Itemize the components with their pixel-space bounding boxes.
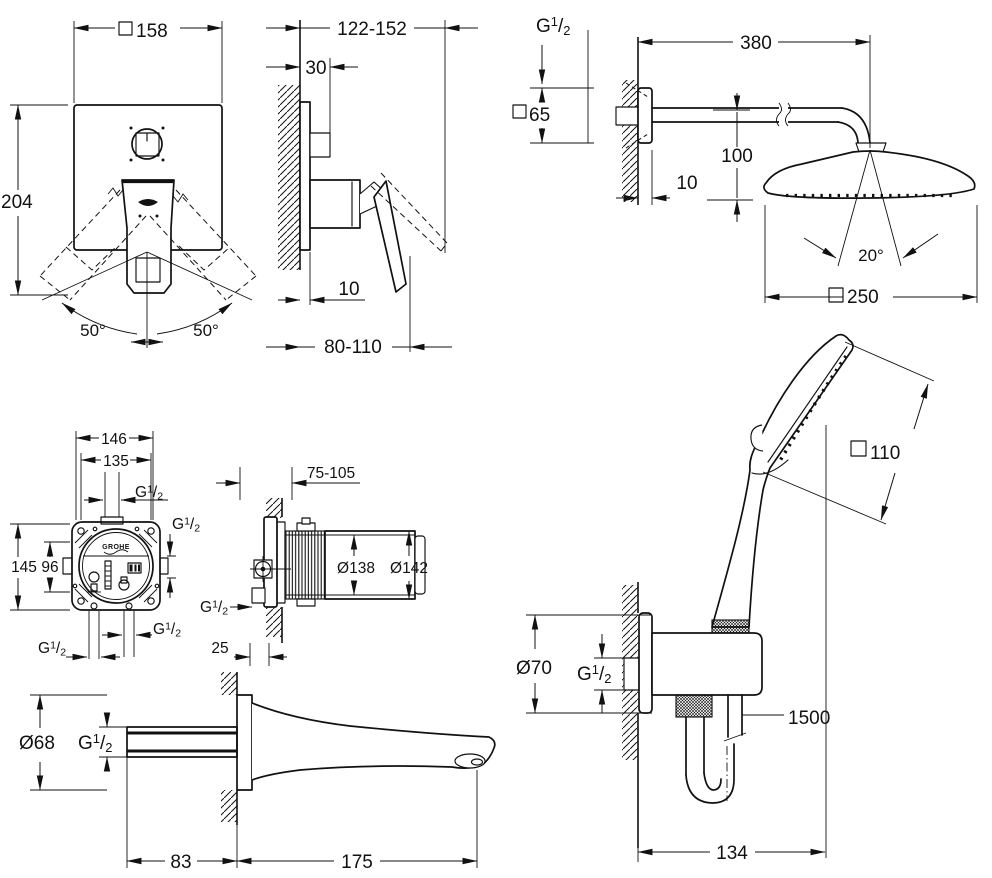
thread-size-label: G1/2 (536, 14, 570, 38)
dim-box-height: 145 (11, 559, 37, 576)
dim-spout-escutcheon: Ø68 (19, 733, 55, 754)
mode-button (750, 424, 764, 452)
dim-rough-in: 30 (305, 58, 326, 79)
dim-tilt-angle: 20° (858, 246, 884, 265)
wall-hatching (266, 607, 282, 637)
dim-lever-depth: 80-110 (324, 337, 382, 358)
mixer-front-view: 158 204 50° 50° (1, 21, 257, 348)
dim-screw-spacing: 135 (103, 453, 129, 470)
dim-front-width: 158 (136, 21, 168, 42)
spout-body (251, 702, 496, 781)
mixer-side-view: 122-152 30 10 80-110 (266, 19, 478, 358)
holder-body (651, 632, 763, 696)
thread-size-label: G1/2 (78, 731, 112, 755)
left-port (62, 557, 73, 575)
top-port (100, 516, 124, 525)
shower-holder-view: Ø70 G1/2 1500 134 (516, 582, 830, 864)
rough-in-box-front-view: GROHE 146 135 G1/2 G1/2 (10, 431, 200, 661)
wall-hatching (278, 85, 300, 270)
dim-hose-length: 1500 (788, 708, 830, 729)
inlet-thread (126, 726, 238, 758)
dim-drop-height: 100 (721, 146, 753, 167)
bath-spout-view: Ø68 G1/2 83 175 (19, 672, 496, 873)
dim-plate-thickness: 10 (338, 279, 359, 300)
arm-escutcheon (637, 87, 653, 144)
dim-hand-shower-size: 110 (870, 443, 900, 464)
dim-depth-range: 122-152 (337, 19, 407, 40)
lever-handle (121, 179, 175, 294)
dim-arm-length: 380 (740, 33, 772, 54)
head-shower-view: 380 G1/2 65 100 10 20° 250 (512, 14, 978, 308)
thread-size-label: G1/2 (38, 639, 66, 658)
lever-side (373, 180, 407, 293)
thread-size-label: G1/2 (172, 515, 200, 534)
dim-holder-escutcheon: Ø70 (516, 658, 552, 679)
dim-swing-right: 50° (193, 321, 219, 340)
dim-box-width: 146 (101, 431, 127, 448)
shower-head (763, 150, 976, 199)
dim-front-offset: 25 (211, 640, 228, 657)
right-port (159, 557, 169, 575)
dim-diameter-outer: Ø142 (390, 560, 428, 577)
rough-in-box (71, 521, 161, 611)
dim-install-depth: 75-105 (307, 465, 355, 482)
square-symbol (118, 21, 133, 36)
square-symbol (512, 104, 527, 119)
square-symbol (850, 440, 867, 457)
dim-projection: 175 (341, 852, 373, 873)
thread-size-label: G1/2 (153, 620, 181, 639)
dim-wall-distance: 83 (170, 852, 191, 873)
wall-hatching (622, 80, 638, 202)
dim-swing-left: 50° (80, 321, 106, 340)
rough-in-box-side-view: 75-105 Ø138 Ø142 25 G1/2 (200, 465, 428, 666)
thread-size-label: G1/2 (135, 483, 163, 502)
spray-face-nozzles (776, 355, 848, 465)
spout-escutcheon (236, 694, 253, 791)
thread-size-label: G1/2 (577, 662, 611, 686)
holder-escutcheon (638, 612, 653, 714)
dim-escutcheon-thickness: 10 (676, 173, 697, 194)
dim-port-spacing: 96 (41, 559, 58, 576)
dim-front-height: 204 (1, 192, 33, 213)
dim-escutcheon: 65 (529, 105, 550, 126)
square-symbol (828, 287, 844, 303)
dim-holder-projection: 134 (716, 843, 748, 864)
brand-logo: GROHE (102, 544, 130, 551)
hose-nut (675, 694, 713, 718)
hand-shower (711, 333, 854, 628)
dim-diameter-inner: Ø138 (337, 560, 375, 577)
hand-shower-view: 110 (711, 333, 935, 858)
dim-head-width: 250 (847, 287, 879, 308)
wall-hatching (221, 790, 237, 822)
diverter-knob (131, 128, 163, 160)
thread-size-label: G1/2 (200, 598, 228, 617)
wall-hatching (266, 498, 282, 518)
wall-hatching (221, 672, 237, 695)
